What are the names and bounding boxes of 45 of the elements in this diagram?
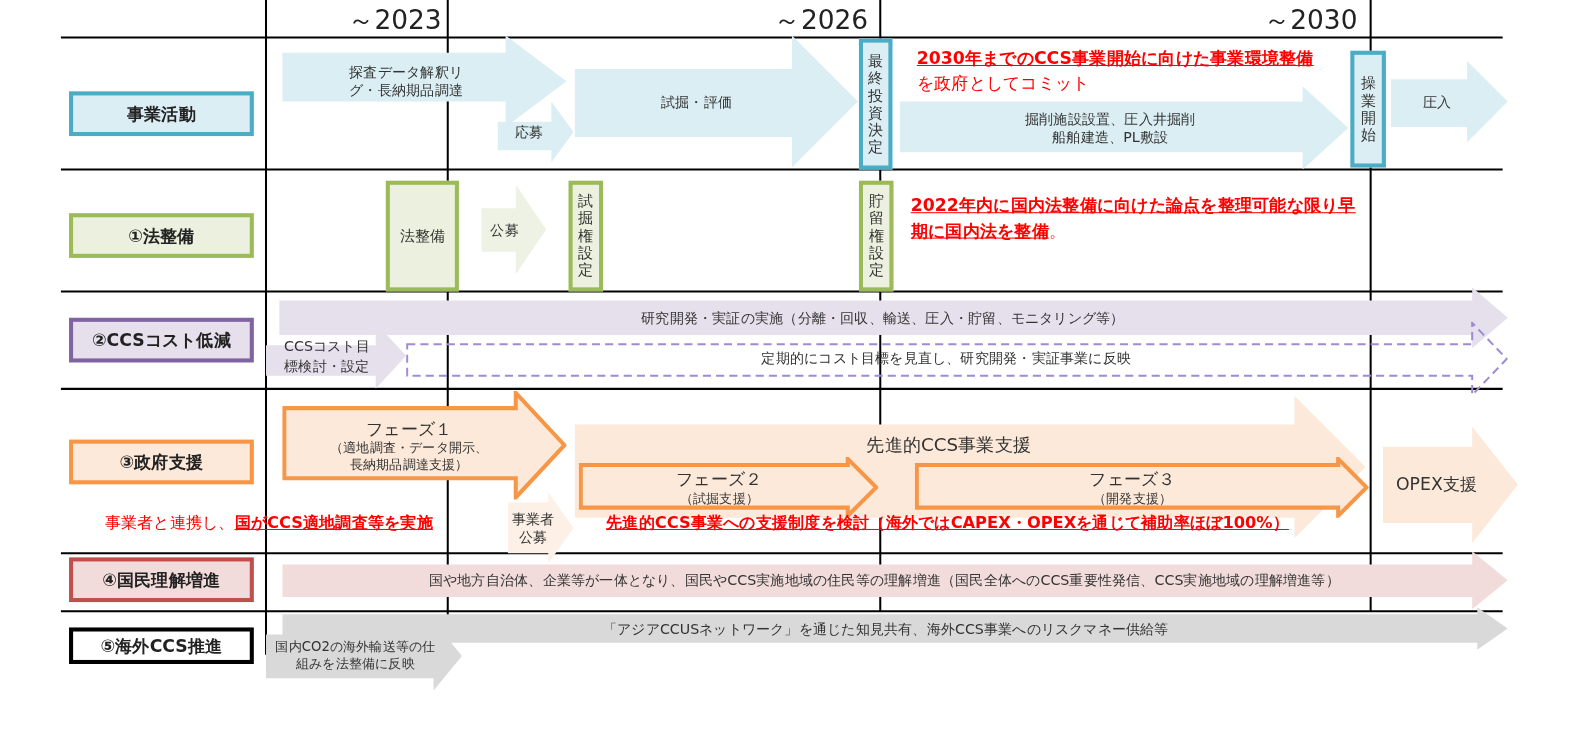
- arrow-shape: [282, 390, 567, 500]
- year-label: ～2026: [773, 4, 869, 38]
- year-label: ～2023: [347, 4, 442, 38]
- arrow-sublabel: （試掘支援）: [679, 490, 759, 508]
- milestone-box: 法整備: [385, 180, 459, 292]
- year-label: ～2030: [1262, 4, 1358, 38]
- arrow-label: フェーズ３: [1089, 467, 1176, 490]
- arrow-label: 圧入: [1422, 92, 1452, 111]
- arrow-shape: [507, 492, 574, 564]
- row-header: ②CCSコスト低減: [69, 317, 254, 363]
- milestone-box: 操業開始: [1350, 50, 1386, 168]
- arrow-label: フェーズ１: [366, 416, 453, 440]
- row-header: 事業活動: [69, 91, 254, 137]
- arrow-label: 応募: [514, 122, 544, 142]
- arrow-sublabel: （開発支援）: [1092, 490, 1173, 508]
- arrow-label: 事業者公募: [510, 509, 556, 547]
- arrow-label: 「アジアCCUSネットワーク」を通じた知見共有、海外CCS事業へのリスクマネー供給等: [603, 619, 1169, 638]
- arrow-label: 先進的CCS事業支援: [866, 432, 1032, 457]
- arrow-shape: [497, 101, 574, 163]
- note-text: 2022年内に国内法整備に向けた論点を整理可能な限り早期に国内法を整備。: [910, 193, 1357, 243]
- arrow-label: CCSコスト目標検討・設定: [283, 337, 371, 375]
- note-text: 2030年までのCCS事業開始に向けた事業環境整備を政府としてコミット: [916, 46, 1315, 96]
- arrow-shape: [574, 395, 1366, 539]
- arrow-label: 国や地方自治体、企業等が一体となり、国民やCCS実施地域の住民等の理解増進（国民全体へのCCS重要性発信、CCS実施地域の理解増進等）: [428, 571, 1340, 590]
- arrow-sublabel: （適地調査・データ開示、長納期品調達支援）: [328, 439, 490, 474]
- arrow-label: 試掘・評価: [660, 92, 733, 111]
- milestone-box: 最終投資決定: [858, 38, 893, 170]
- row-header: ⑤海外CCS推進: [69, 627, 254, 664]
- milestone-box: 貯留権設定: [858, 180, 894, 292]
- arrow-label: 研究開発・実証の実施（分離・回収、輸送、圧入・貯留、モニタリング等）: [641, 308, 1125, 327]
- arrow-shape: [1390, 60, 1508, 143]
- row-header: ①法整備: [69, 213, 254, 258]
- arrow-label: 掘削施設設置、圧入井掘削船舶建造、PL敷設: [1023, 109, 1197, 147]
- arrow-shape: [574, 35, 858, 168]
- milestone-box: 試掘権設定: [568, 180, 604, 292]
- arrow-label: 公募: [490, 220, 519, 239]
- row-header: ③政府支援: [69, 439, 254, 485]
- row-header: ④国民理解増進: [69, 557, 254, 603]
- arrow-label: 探査データ解釈リグ・長納期品調達: [348, 62, 464, 100]
- arrow-shape: [481, 184, 547, 275]
- arrow-label: OPEX支援: [1396, 473, 1478, 496]
- arrow-shape: [282, 551, 1508, 610]
- arrow-shape: [1382, 426, 1518, 544]
- arrow-label: フェーズ２: [676, 467, 763, 490]
- arrow-label: 国内CO2の海外輸送等の仕組みを法整備に反映: [274, 638, 437, 674]
